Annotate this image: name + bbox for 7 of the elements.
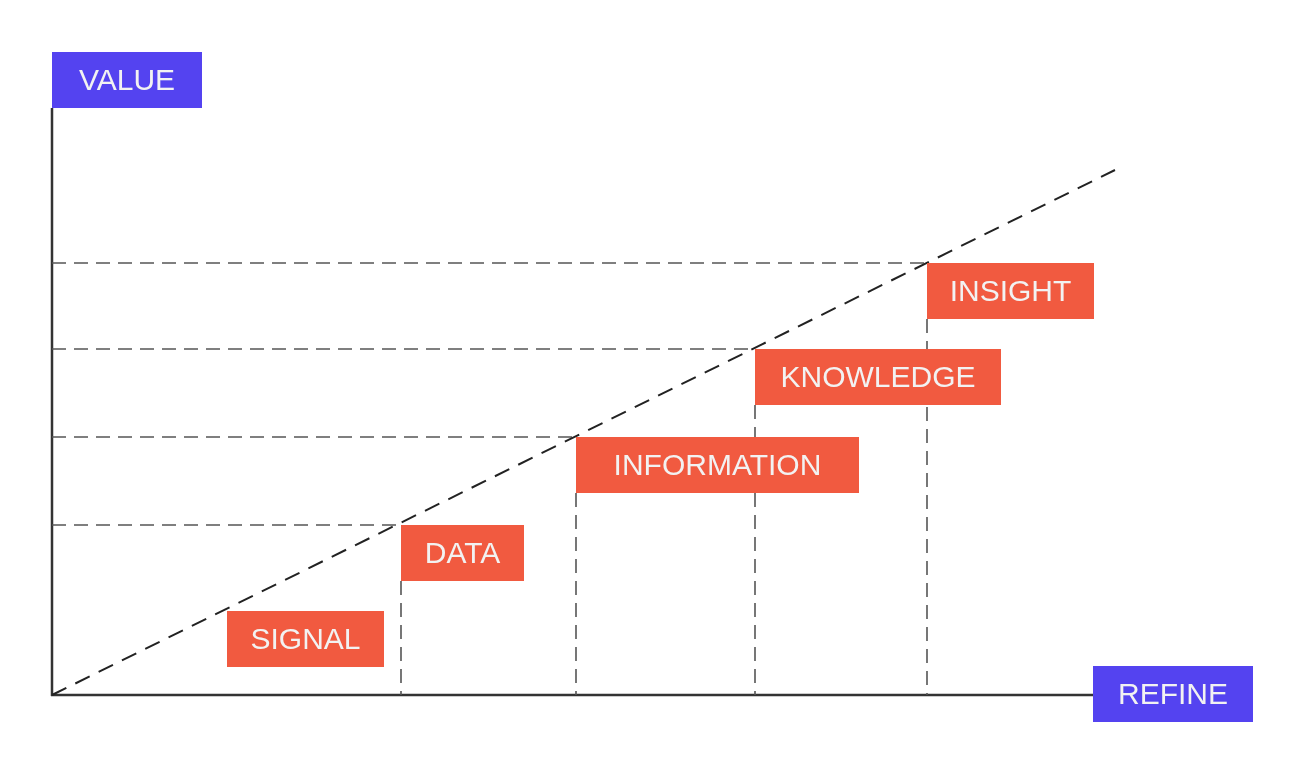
stage-label: INFORMATION <box>576 437 859 493</box>
stage-label: INSIGHT <box>927 263 1094 319</box>
stage-label: KNOWLEDGE <box>755 349 1001 405</box>
axis-title: REFINE <box>1093 666 1253 722</box>
axis-title: VALUE <box>52 52 202 108</box>
stage-label: DATA <box>401 525 524 581</box>
stage-label: SIGNAL <box>227 611 384 667</box>
